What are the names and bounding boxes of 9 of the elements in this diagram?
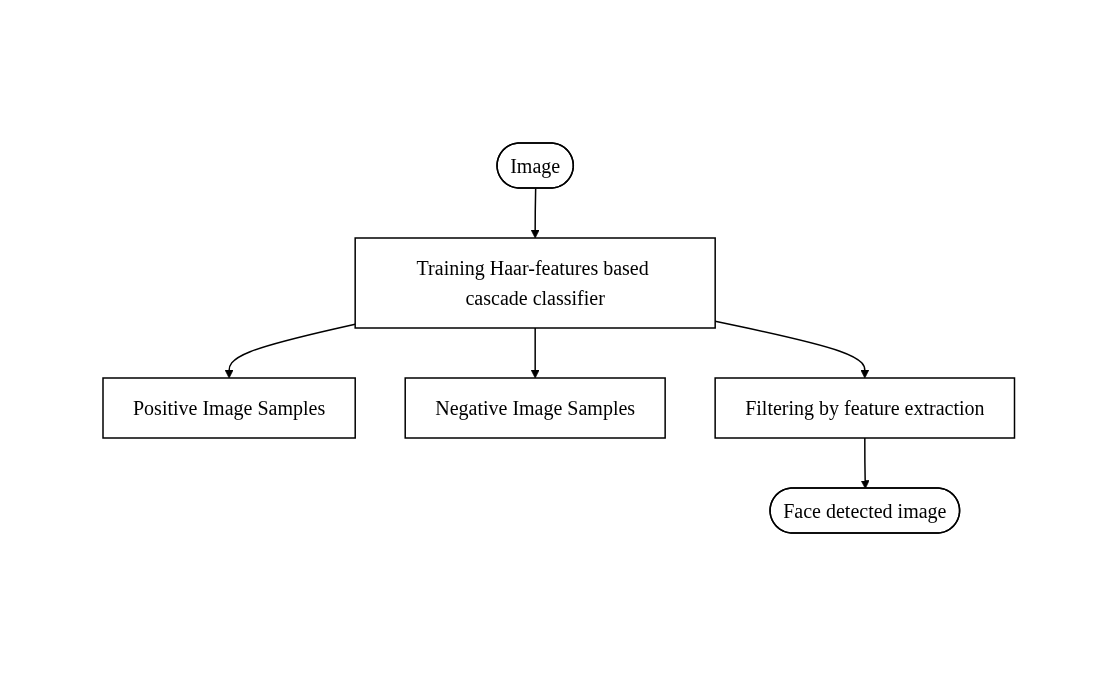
node-box: Negative Image Samples	[404, 376, 666, 439]
node-box: Training Haar-features based cascade classifier	[354, 236, 716, 329]
node-box: Filtering by feature extraction	[714, 376, 1015, 439]
arrow	[224, 322, 356, 378]
arrow	[530, 326, 540, 378]
arrow	[860, 436, 870, 489]
arrow	[530, 187, 540, 238]
arrow	[714, 319, 869, 378]
node-box: Positive Image Samples	[102, 376, 356, 439]
